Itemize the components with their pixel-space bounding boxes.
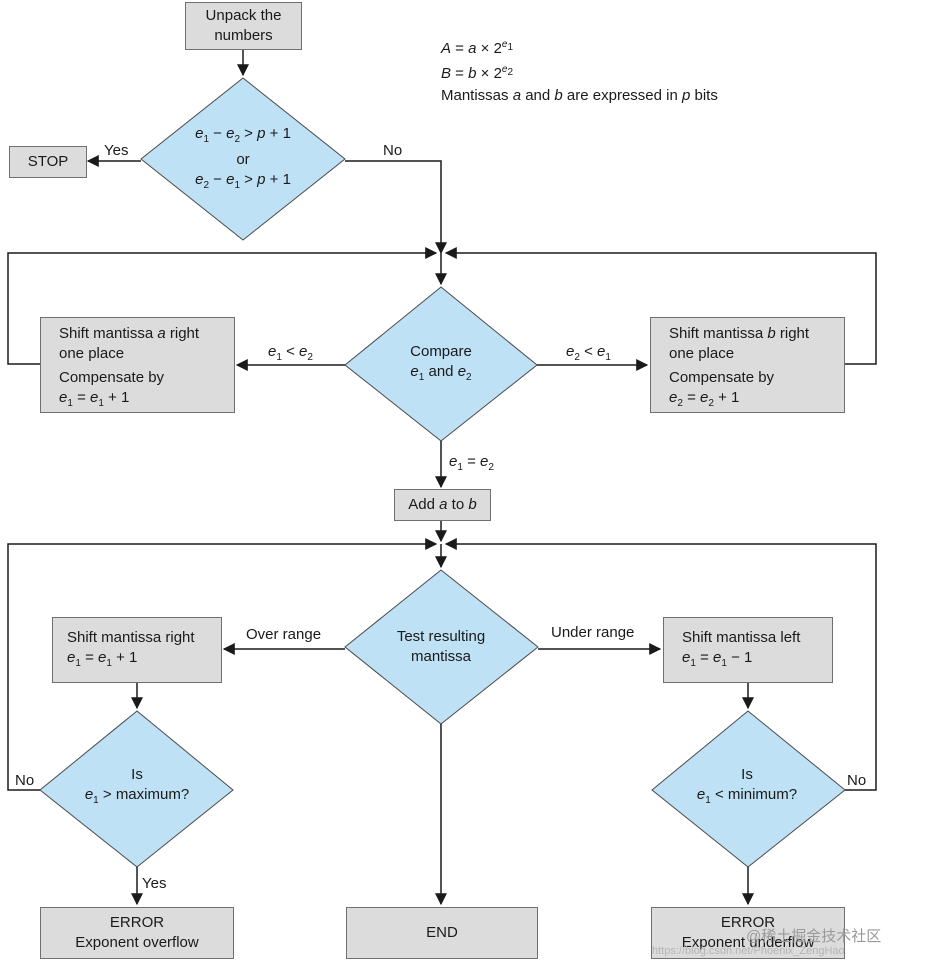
edge-over-range: Over range	[246, 626, 322, 643]
max-check-line-1: Is	[131, 766, 143, 783]
edge-under-range: Under range	[551, 624, 635, 641]
range-check-diamond	[140, 77, 346, 241]
shift-b-line-2: one place	[669, 345, 735, 362]
end-box: END	[346, 907, 538, 959]
min-check-line-1: Is	[741, 766, 753, 783]
edge-yes-stop: Yes	[104, 142, 129, 159]
shift-left-box: Shift mantissa left e1 = e1 − 1	[663, 617, 833, 683]
shift-a-line-3: Compensate by	[59, 369, 165, 386]
edge-e1-eq-e2: e1 = e2	[449, 453, 494, 473]
test-line-2: mantissa	[410, 648, 472, 665]
range-check-line-3: e2 − e1 > p + 1	[195, 171, 291, 191]
error-overflow-label-2: Exponent overflow	[75, 934, 199, 951]
stop-box: STOP	[9, 146, 87, 178]
edge-e1-lt-e2: e1 < e2	[268, 343, 313, 363]
range-check-text: e1 − e2 > p + 1 or e2 − e1 > p + 1	[163, 120, 323, 200]
unpack-label-1: Unpack the	[205, 7, 282, 24]
shift-left-line-2: e1 = e1 − 1	[682, 649, 753, 669]
shift-b-line-3: Compensate by	[669, 369, 775, 386]
shift-right-box: Shift mantissa right e1 = e1 + 1	[52, 617, 222, 683]
shift-a-line-2: one place	[59, 345, 125, 362]
error-overflow-box: ERROR Exponent overflow	[40, 907, 234, 959]
max-check-text: Is e1 > maximum?	[67, 766, 207, 810]
edge-no-compare: No	[383, 142, 403, 159]
error-underflow-label-1: ERROR	[720, 914, 776, 931]
edge-e2-lt-e1: e2 < e1	[566, 343, 611, 363]
range-check-line-2: or	[236, 151, 250, 168]
note-mantissa: Mantissas a and b are expressed in p bit…	[441, 87, 718, 104]
error-underflow-label-2: Exponent underflow	[681, 934, 815, 951]
edge-no-right: No	[847, 772, 867, 789]
compare-text: Compare e1 and e2	[381, 340, 501, 390]
max-check-line-2: e1 > maximum?	[84, 786, 190, 806]
compare-line-1: Compare	[410, 343, 472, 360]
edge-yes-error: Yes	[142, 875, 167, 892]
min-check-line-2: e1 < minimum?	[696, 786, 798, 806]
note-b-formula: B = b × 2e2	[441, 64, 514, 82]
unpack-box: Unpack the numbers	[185, 2, 302, 50]
shift-right-line-1: Shift mantissa right	[67, 629, 195, 646]
shift-a-line-4: e1 = e1 + 1	[59, 389, 130, 409]
watermark-main: @稀土掘金技术社区	[746, 928, 882, 945]
test-line-1: Test resulting	[396, 628, 486, 645]
shift-b-line-1: Shift mantissa b right	[669, 325, 810, 342]
shift-a-box: Shift mantissa a right one place Compens…	[40, 317, 235, 413]
shift-b-box: Shift mantissa b right one place Compens…	[650, 317, 845, 413]
unpack-label-2: numbers	[214, 27, 273, 44]
add-box: Add a to b	[394, 489, 491, 521]
end-label: END	[426, 924, 458, 941]
test-text: Test resulting mantissa	[371, 625, 511, 669]
shift-a-line-1: Shift mantissa a right	[59, 325, 200, 342]
range-check-line-1: e1 − e2 > p + 1	[195, 125, 291, 145]
min-check-text: Is e1 < minimum?	[677, 766, 817, 810]
shift-left-line-1: Shift mantissa left	[682, 629, 801, 646]
note-a-formula: A = a × 2e1	[441, 39, 514, 57]
edge-no-left: No	[15, 772, 35, 789]
error-overflow-label-1: ERROR	[109, 914, 165, 931]
stop-label: STOP	[27, 153, 69, 170]
shift-b-line-4: e2 = e2 + 1	[669, 389, 740, 409]
watermark-url: https://blog.csdn.net/Phoenix_ZengHao	[652, 945, 845, 957]
add-label: Add a to b	[408, 496, 477, 513]
error-underflow-box: ERROR Exponent underflow	[651, 907, 845, 959]
shift-right-line-2: e1 = e1 + 1	[67, 649, 138, 669]
compare-line-2: e1 and e2	[410, 363, 472, 383]
